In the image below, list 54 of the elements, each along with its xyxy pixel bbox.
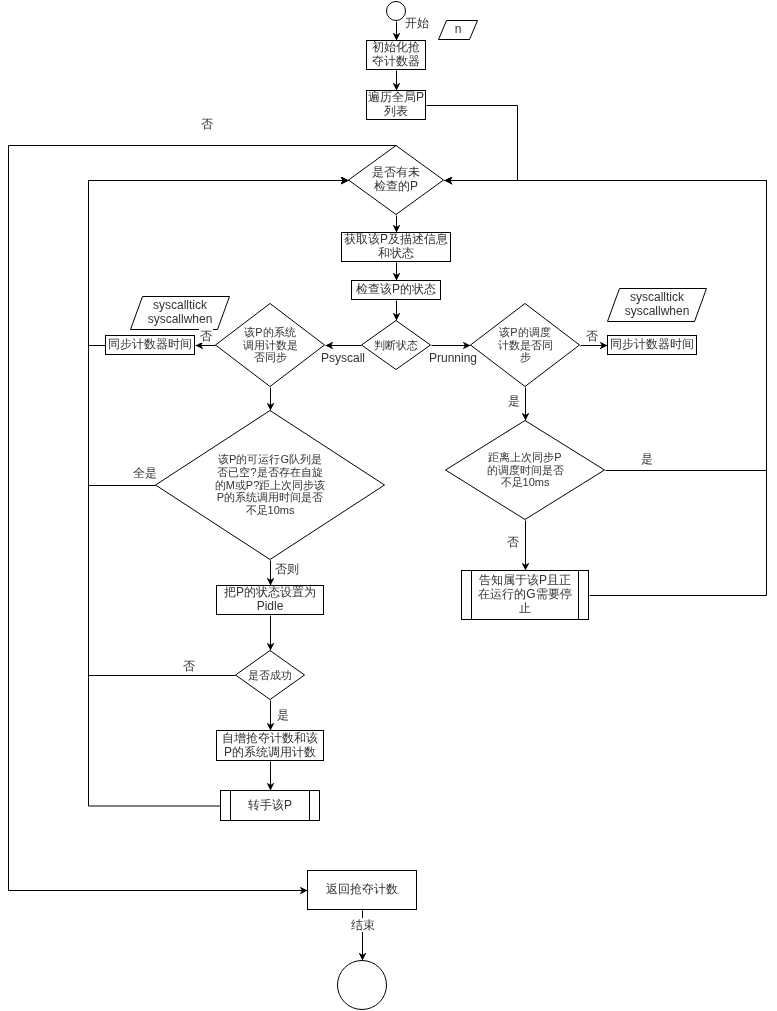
edge-label: 否 [585, 329, 599, 343]
arrow [392, 300, 401, 321]
process-box: 初始化抢夺计数器 [366, 40, 426, 70]
edge-label: Psyscall [320, 351, 366, 365]
arrow [266, 560, 275, 586]
arrow [521, 520, 530, 571]
arrow [8, 145, 397, 895]
arrow [392, 215, 401, 233]
edge-label: 否则 [274, 562, 300, 576]
arrow [325, 341, 362, 350]
edge-label: 结束 [350, 918, 376, 932]
decision-diamond: 该P的可运行G队列是否已空?是否存在自旋的M或P?距上次同步该P的系统调用时间是否不足10ms [155, 410, 385, 560]
decision-diamond: 是否成功 [235, 650, 305, 700]
process-box: 同步计数器时间 [105, 335, 195, 355]
edge-label: 否 [182, 659, 196, 673]
arrow [392, 70, 401, 91]
edge-label: Prunning [428, 351, 479, 365]
edge-label: 是 [507, 394, 521, 408]
edge-label: 开始 [404, 16, 430, 30]
decision-diamond: 距离上次同步P的调度时间是否不足10ms [445, 420, 605, 520]
process-box: 同步计数器时间 [607, 335, 697, 355]
edge-label: 全是 [132, 466, 158, 480]
process-box: 检查该P的状态 [351, 280, 441, 300]
arrow [266, 387, 275, 411]
arrow [358, 910, 367, 961]
arrow [266, 700, 275, 731]
arrow [88, 176, 349, 346]
edge-label: 是 [276, 708, 290, 722]
arrow [580, 341, 608, 350]
arrow [431, 341, 471, 350]
arrow [195, 341, 216, 350]
subprocess-box: 告知属于该P且正在运行的G需要停止 [461, 570, 589, 620]
arrow [266, 761, 275, 791]
arrow [392, 21, 401, 41]
edge-label: 否 [506, 535, 520, 549]
edge-label: 否 [199, 329, 213, 343]
process-box: 返回抢夺计数 [307, 870, 417, 910]
start-circle [386, 1, 406, 21]
data-parallelogram: syscalltick syscallwhen [130, 296, 230, 330]
edge-label: 否 [200, 117, 214, 131]
process-box: 把P的状态设置为Pidle [216, 585, 324, 615]
process-box: 遍历全局P列表 [366, 90, 426, 120]
arrow [521, 387, 530, 421]
end-circle [337, 960, 387, 1010]
edge-label: 是 [640, 452, 654, 466]
process-box: 获取该P及描述信息和状态 [341, 232, 451, 262]
arrow [444, 176, 767, 596]
arrow [392, 262, 401, 281]
process-box: 自增抢夺计数和该P的系统调用计数 [216, 730, 324, 761]
arrow [266, 615, 275, 651]
data-parallelogram: syscalltick syscallwhen [607, 288, 707, 322]
data-parallelogram: n [438, 20, 478, 40]
decision-diamond: 是否有未检查的P [348, 145, 444, 215]
subprocess-box: 转手该P [220, 790, 320, 821]
